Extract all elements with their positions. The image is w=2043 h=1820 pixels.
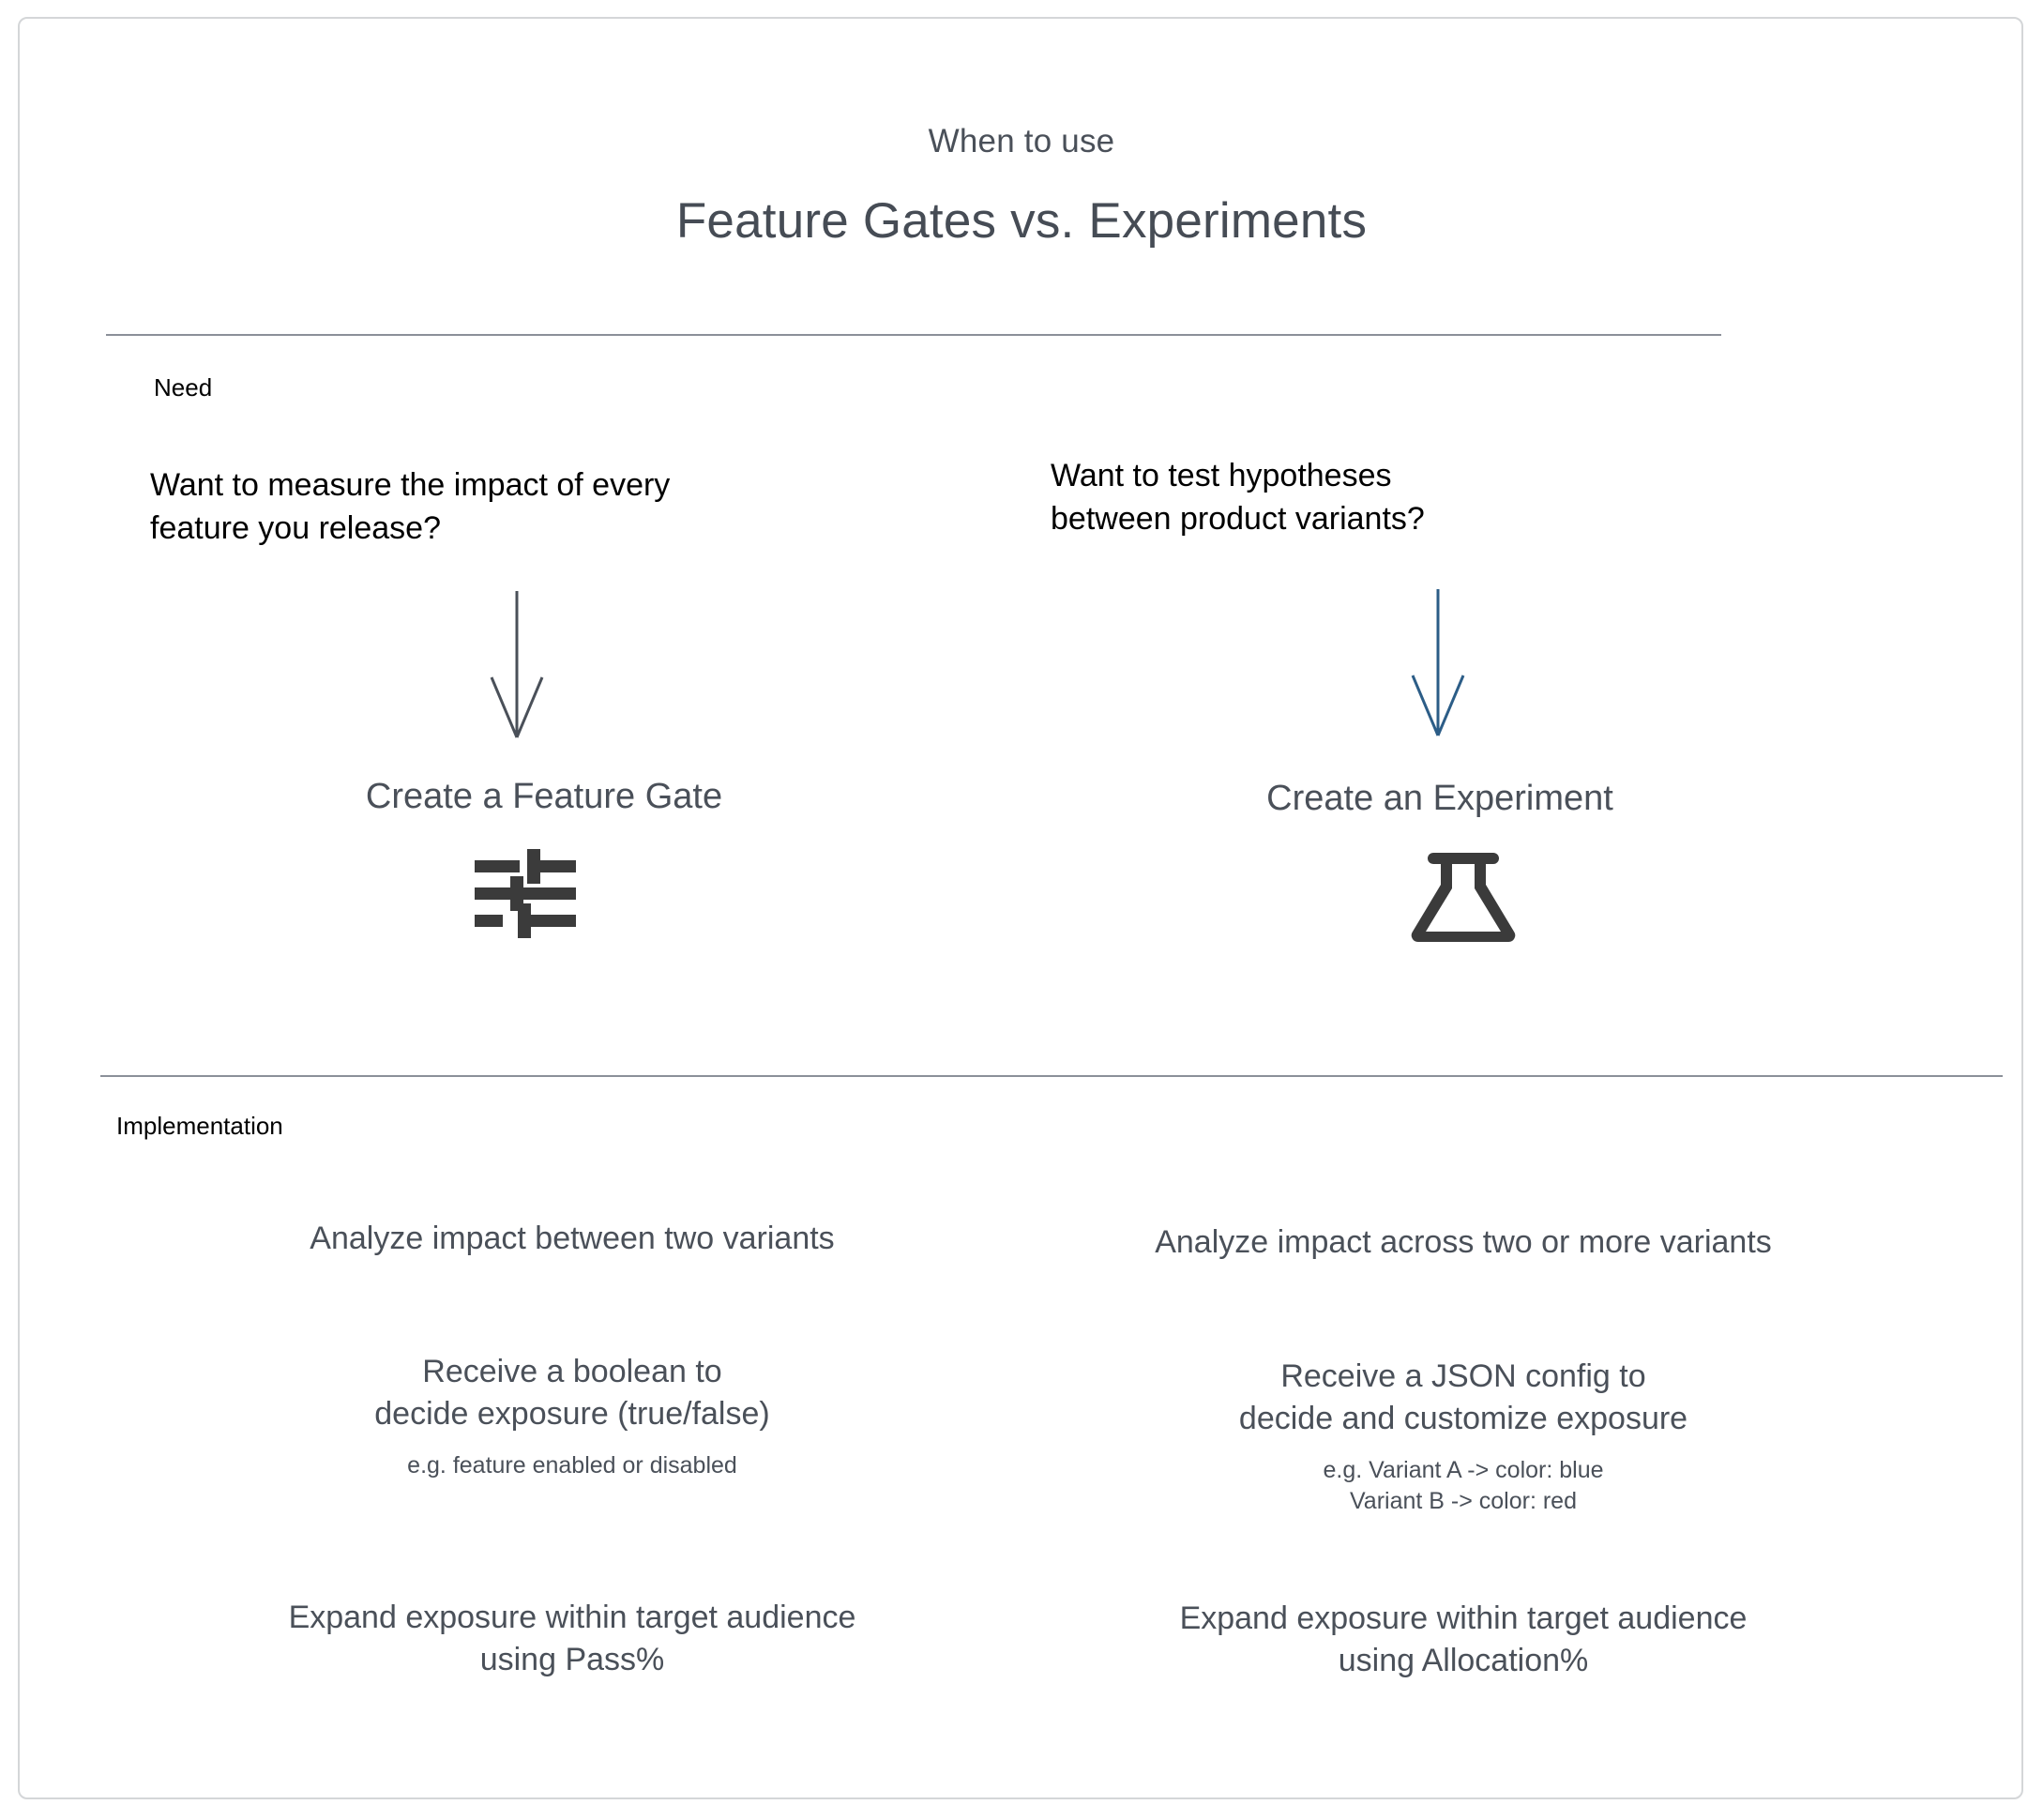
impl-left-row-3-main-line2: using Pass% xyxy=(479,1641,665,1677)
impl-left-row-2-main-line2: decide exposure (true/false) xyxy=(374,1395,770,1432)
arrow-down-icon-left xyxy=(484,591,550,746)
impl-right-row-3-main-line2: using Allocation% xyxy=(1338,1642,1589,1678)
arrow-down-icon-right xyxy=(1405,589,1471,744)
impl-right-row-2-main-line1: Receive a JSON config to xyxy=(1280,1358,1646,1394)
need-question-right-line1: Want to test hypotheses xyxy=(1051,458,1392,493)
create-experiment-caption: Create an Experiment xyxy=(1266,779,1613,818)
impl-right-row-1-main-line1: Analyze impact across two or more varian… xyxy=(1155,1224,1772,1260)
need-question-left-line2: feature you release? xyxy=(150,509,441,546)
impl-left-row-3: Expand exposure within target audience u… xyxy=(103,1597,1041,1681)
slide-frame xyxy=(18,17,2023,1799)
impl-right-row-2-sub-line2: Variant B -> color: red xyxy=(1349,1488,1577,1515)
need-question-right-line2: between product variants? xyxy=(1051,500,1425,537)
flask-icon xyxy=(1407,838,1520,950)
header: When to use Feature Gates vs. Experiment… xyxy=(0,122,2043,251)
impl-right-row-3-main-line1: Expand exposure within target audience xyxy=(1179,1600,1748,1636)
need-question-right: Want to test hypotheses between product … xyxy=(1051,455,1895,541)
impl-right-row-2: Receive a JSON config to decide and cust… xyxy=(994,1356,1932,1518)
impl-left-row-2-sub-line1: e.g. feature enabled or disabled xyxy=(407,1451,737,1479)
section-label-need: Need xyxy=(154,373,213,402)
impl-right-row-1: Analyze impact across two or more varian… xyxy=(994,1221,1932,1264)
divider-need xyxy=(106,334,1721,336)
page-title: Feature Gates vs. Experiments xyxy=(675,193,1368,249)
impl-left-row-3-main-line1: Expand exposure within target audience xyxy=(288,1600,856,1635)
impl-left-row-2: Receive a boolean to decide exposure (tr… xyxy=(103,1351,1041,1481)
impl-left-row-1: Analyze impact between two variants xyxy=(103,1218,1041,1260)
impl-right-row-2-sub-line1: e.g. Variant A -> color: blue xyxy=(1323,1456,1604,1483)
create-feature-gate-caption: Create a Feature Gate xyxy=(365,777,723,816)
impl-right-row-3: Expand exposure within target audience u… xyxy=(994,1598,1932,1682)
divider-implementation xyxy=(100,1075,2003,1077)
header-eyebrow: When to use xyxy=(928,123,1115,159)
impl-right-row-2-main-line2: decide and customize exposure xyxy=(1238,1400,1688,1436)
need-question-left: Want to measure the impact of every feat… xyxy=(150,464,994,551)
sliders-tune-icon xyxy=(469,838,582,950)
impl-left-row-2-main-line1: Receive a boolean to xyxy=(422,1354,722,1389)
section-label-implementation: Implementation xyxy=(116,1112,283,1140)
impl-left-row-1-main-line1: Analyze impact between two variants xyxy=(310,1221,835,1256)
need-question-left-line1: Want to measure the impact of every xyxy=(150,467,671,503)
